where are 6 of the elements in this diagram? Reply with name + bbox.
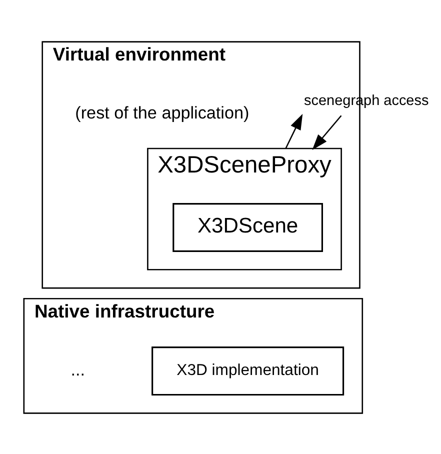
arrow — [312, 114, 342, 150]
label: (rest of the application) — [75, 103, 250, 122]
node-box: X3D implementation — [152, 346, 344, 396]
node-box: X3DScene — [172, 202, 323, 252]
arrow — [285, 113, 303, 148]
label: ... — [70, 360, 86, 380]
